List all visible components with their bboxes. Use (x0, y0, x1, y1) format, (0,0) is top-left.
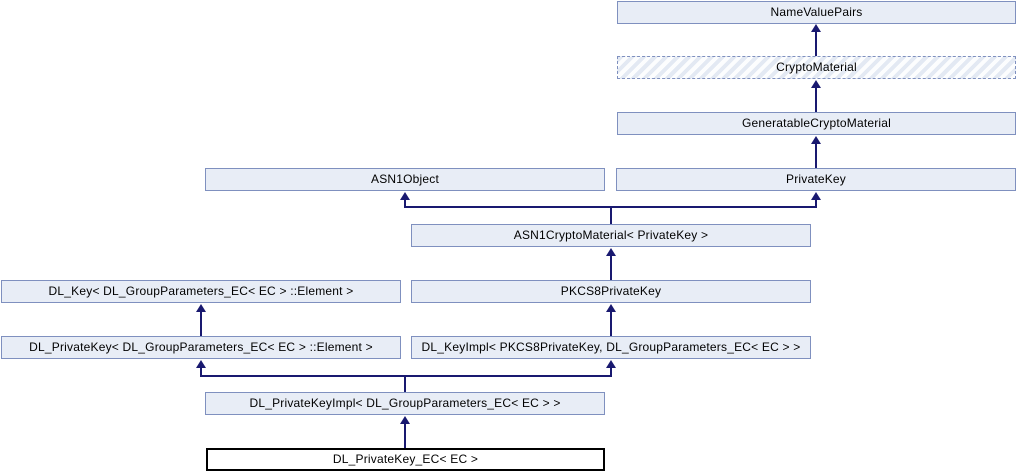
edge-pkcs8-asn1cm (610, 255, 612, 280)
inheritance-arrowhead-icon (196, 304, 206, 312)
inheritance-arrowhead-icon (606, 360, 616, 368)
class-node-dl-keyimpl[interactable]: DL_KeyImpl< PKCS8PrivateKey, DL_GroupPar… (411, 336, 811, 359)
class-node-namevaluepairs[interactable]: NameValuePairs (617, 1, 1016, 24)
edge-dlpkimpl-stem (404, 375, 406, 392)
class-node-dl-privatekey[interactable]: DL_PrivateKey< DL_GroupParameters_EC< EC… (1, 336, 401, 359)
class-node-privatekey[interactable]: PrivateKey (616, 168, 1016, 191)
edge-asn1cm-stem (610, 206, 612, 224)
edge-generatable-cryptomaterial (815, 87, 817, 112)
class-node-cryptomaterial: CryptoMaterial (617, 56, 1016, 79)
inheritance-arrowhead-icon (196, 360, 206, 368)
edge-dlprivatekey-dlkey (200, 311, 202, 336)
class-node-dl-privatekeyimpl[interactable]: DL_PrivateKeyImpl< DL_GroupParameters_EC… (205, 392, 605, 415)
inheritance-arrowhead-icon (811, 24, 821, 32)
edge-dlpkimpl-branch (200, 375, 612, 377)
edge-dlpkimpl-dlprivatekey (200, 367, 202, 377)
class-node-asn1cryptomaterial[interactable]: ASN1CryptoMaterial< PrivateKey > (411, 224, 811, 247)
inheritance-arrowhead-icon (606, 248, 616, 256)
edge-dlpkec-dlpkimpl (404, 423, 406, 448)
class-node-pkcs8privatekey[interactable]: PKCS8PrivateKey (411, 280, 811, 303)
inheritance-arrowhead-icon (606, 304, 616, 312)
class-node-generatablecryptomaterial[interactable]: GeneratableCryptoMaterial (617, 112, 1016, 135)
edge-cryptomaterial-namevaluepairs (815, 31, 817, 56)
edge-dlkeyimpl-pkcs8 (610, 311, 612, 336)
inheritance-arrowhead-icon (811, 80, 821, 88)
class-node-dl-privatekey-ec-main: DL_PrivateKey_EC< EC > (206, 448, 605, 471)
inheritance-arrowhead-icon (811, 192, 821, 200)
edge-privatekey-generatable (815, 143, 817, 168)
class-node-asn1object[interactable]: ASN1Object (205, 168, 605, 191)
class-node-dl-key[interactable]: DL_Key< DL_GroupParameters_EC< EC > ::El… (1, 280, 401, 303)
edge-dlpkimpl-dlkeyimpl (610, 367, 612, 377)
edge-asn1cm-privatekey (815, 199, 817, 208)
inheritance-arrowhead-icon (400, 416, 410, 424)
inheritance-arrowhead-icon (400, 192, 410, 200)
edge-asn1cm-asn1object (404, 199, 406, 208)
inheritance-arrowhead-icon (811, 136, 821, 144)
